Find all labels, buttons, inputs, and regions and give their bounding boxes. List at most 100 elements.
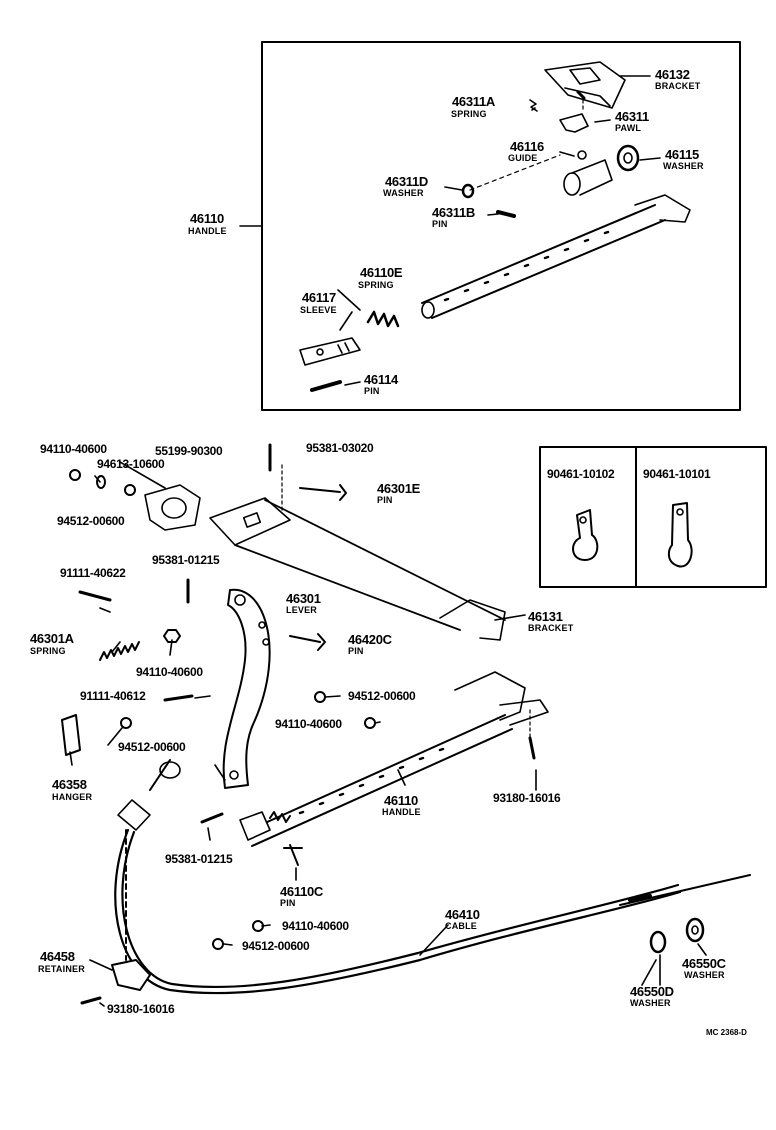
label-46301a: 46301A: [30, 631, 74, 646]
label-46410-sub: CABLE: [445, 921, 477, 931]
label-46458: 46458: [40, 949, 75, 964]
clamp-90461-10102: [572, 509, 599, 561]
label-94110-40600-c: 94110-40600: [275, 717, 342, 731]
clip-93180-16016-b: [80, 996, 102, 1005]
washer-94512-00600-b: [314, 691, 326, 703]
bracket-46131: [209, 497, 506, 641]
label-46115: 46115: [665, 147, 699, 162]
nut-94110-40600-c: [364, 717, 376, 729]
pin-46110c: [283, 844, 303, 866]
label-91111-40622: 91111-40622: [60, 566, 126, 580]
label-94512-00600-c: 94512-00600: [118, 740, 186, 754]
label-46114-sub: PIN: [364, 386, 380, 396]
label-94110-40600-d: 94110-40600: [282, 919, 349, 933]
label-46550d-sub: WASHER: [630, 998, 671, 1008]
label-46131: 46131: [528, 609, 563, 624]
label-46550d: 46550D: [630, 984, 674, 999]
label-46117-sub: SLEEVE: [300, 305, 337, 315]
spring-46301a: [99, 641, 140, 661]
handle-tube-46110-bottom: [239, 671, 549, 847]
label-93180-16016-b: 93180-16016: [107, 1002, 175, 1016]
bolt-91111-40622: [78, 590, 112, 602]
clamp-90461-10101: [667, 502, 693, 568]
label-46550c-sub: WASHER: [684, 970, 725, 980]
label-46131-sub: BRACKET: [528, 623, 574, 633]
bolt-91111-40612: [163, 694, 194, 702]
clamp-options-frame: [539, 446, 767, 588]
pin-46420c: [289, 633, 326, 651]
label-46110c-sub: PIN: [280, 898, 296, 908]
washer-94512-00600-c: [120, 717, 132, 729]
label-46116-sub: GUIDE: [508, 153, 538, 163]
label-95381-03020: 95381-03020: [306, 441, 374, 455]
label-46358: 46358: [52, 777, 87, 792]
label-90461-10102: 90461-10102: [547, 467, 615, 481]
washer-94512-00600-a: [96, 475, 106, 489]
label-46311b-sub: PIN: [432, 219, 448, 229]
label-46311a-sub: SPRING: [451, 109, 487, 119]
clip-93180-16016-a: [528, 736, 536, 760]
reference-code: MC 2368-D: [706, 1028, 747, 1037]
label-46114: 46114: [364, 372, 398, 387]
label-46110e: 46110E: [360, 265, 403, 280]
pawl-46311: [559, 113, 589, 133]
label-55199-90300: 55199-90300: [155, 444, 223, 458]
plate-55199-90300: [144, 484, 201, 531]
label-46311a: 46311A: [452, 94, 496, 109]
label-46311d-sub: WASHER: [383, 188, 424, 198]
label-94512-00600-a: 94512-00600: [57, 514, 125, 528]
nut-94110-40600-b: [163, 629, 181, 643]
cable-46410: [114, 828, 751, 995]
bracket-46132: [544, 61, 626, 109]
spring-46110e: [366, 310, 400, 328]
label-46358-sub: HANGER: [52, 792, 93, 802]
label-46301-sub: LEVER: [286, 605, 318, 615]
cable-link: [117, 759, 181, 831]
label-46116: 46116: [510, 139, 544, 154]
lever-46301: [214, 588, 271, 789]
label-46115-sub: WASHER: [663, 161, 704, 171]
label-95381-01215-a: 95381-01215: [152, 553, 220, 567]
label-46420c-sub: PIN: [348, 646, 364, 656]
label-46311d: 46311D: [385, 174, 429, 189]
label-94110-40600-b: 94110-40600: [136, 665, 203, 679]
washer-46550c: [685, 917, 705, 943]
label-94512-00600-d: 94512-00600: [242, 939, 310, 953]
label-46110-top: 46110: [190, 211, 224, 226]
label-46550c: 46550C: [682, 956, 726, 971]
label-46458-sub: RETAINER: [38, 964, 85, 974]
label-46301e-sub: PIN: [377, 495, 393, 505]
label-94110-40600-a: 94110-40600: [40, 442, 107, 456]
label-46132-sub: BRACKET: [655, 81, 701, 91]
pin-46311b: [496, 210, 516, 218]
label-46110e-sub: SPRING: [358, 280, 394, 290]
label-46132: 46132: [655, 67, 690, 82]
label-46301: 46301: [286, 591, 321, 606]
guide-46116: [563, 150, 613, 196]
label-46311-sub: PAWL: [615, 123, 642, 133]
sleeve-46117: [299, 337, 361, 366]
label-46110-top-sub: HANDLE: [188, 226, 227, 236]
hanger-46358: [61, 714, 81, 756]
retainer-46458: [111, 959, 151, 991]
label-46117: 46117: [302, 290, 336, 305]
washer-94512-00600-d: [212, 938, 224, 950]
label-93180-16016-a: 93180-16016: [493, 791, 561, 805]
washer-46115: [616, 144, 640, 172]
label-46301e: 46301E: [377, 481, 421, 496]
washer-46550d: [649, 930, 667, 986]
pin-46114: [310, 380, 342, 392]
label-94512-00600-b: 94512-00600: [348, 689, 416, 703]
label-90461-10101: 90461-10101: [643, 467, 711, 481]
washer-46311d: [461, 183, 475, 199]
label-46420c: 46420C: [348, 632, 392, 647]
label-46410: 46410: [445, 907, 480, 922]
label-95381-01215-b: 95381-01215: [165, 852, 233, 866]
washer-94613-10600: [124, 484, 136, 496]
label-94613-10600: 94613-10600: [97, 457, 165, 471]
bolt-95381-01215-b: [200, 812, 224, 824]
label-91111-40612: 91111-40612: [80, 689, 146, 703]
nut-94110-40600-a: [69, 469, 81, 481]
label-46110c: 46110C: [280, 884, 324, 899]
